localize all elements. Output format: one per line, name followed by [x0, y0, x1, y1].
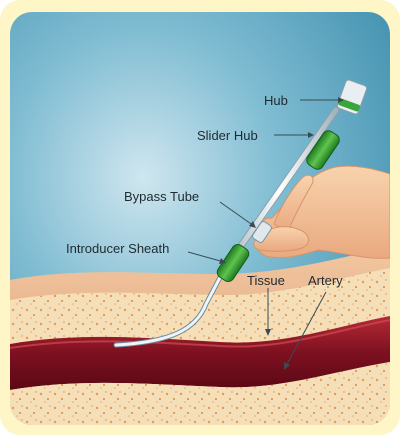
- label-artery: Artery: [308, 273, 343, 288]
- label-tissue: Tissue: [247, 273, 285, 288]
- label-bypass-tube: Bypass Tube: [124, 189, 199, 204]
- anatomy-illustration: [10, 12, 390, 425]
- diagram-stage: Hub Slider Hub Bypass Tube Introducer Sh…: [10, 12, 390, 425]
- label-introducer-sheath: Introducer Sheath: [66, 241, 169, 256]
- label-slider-hub: Slider Hub: [197, 128, 258, 143]
- label-hub: Hub: [264, 93, 288, 108]
